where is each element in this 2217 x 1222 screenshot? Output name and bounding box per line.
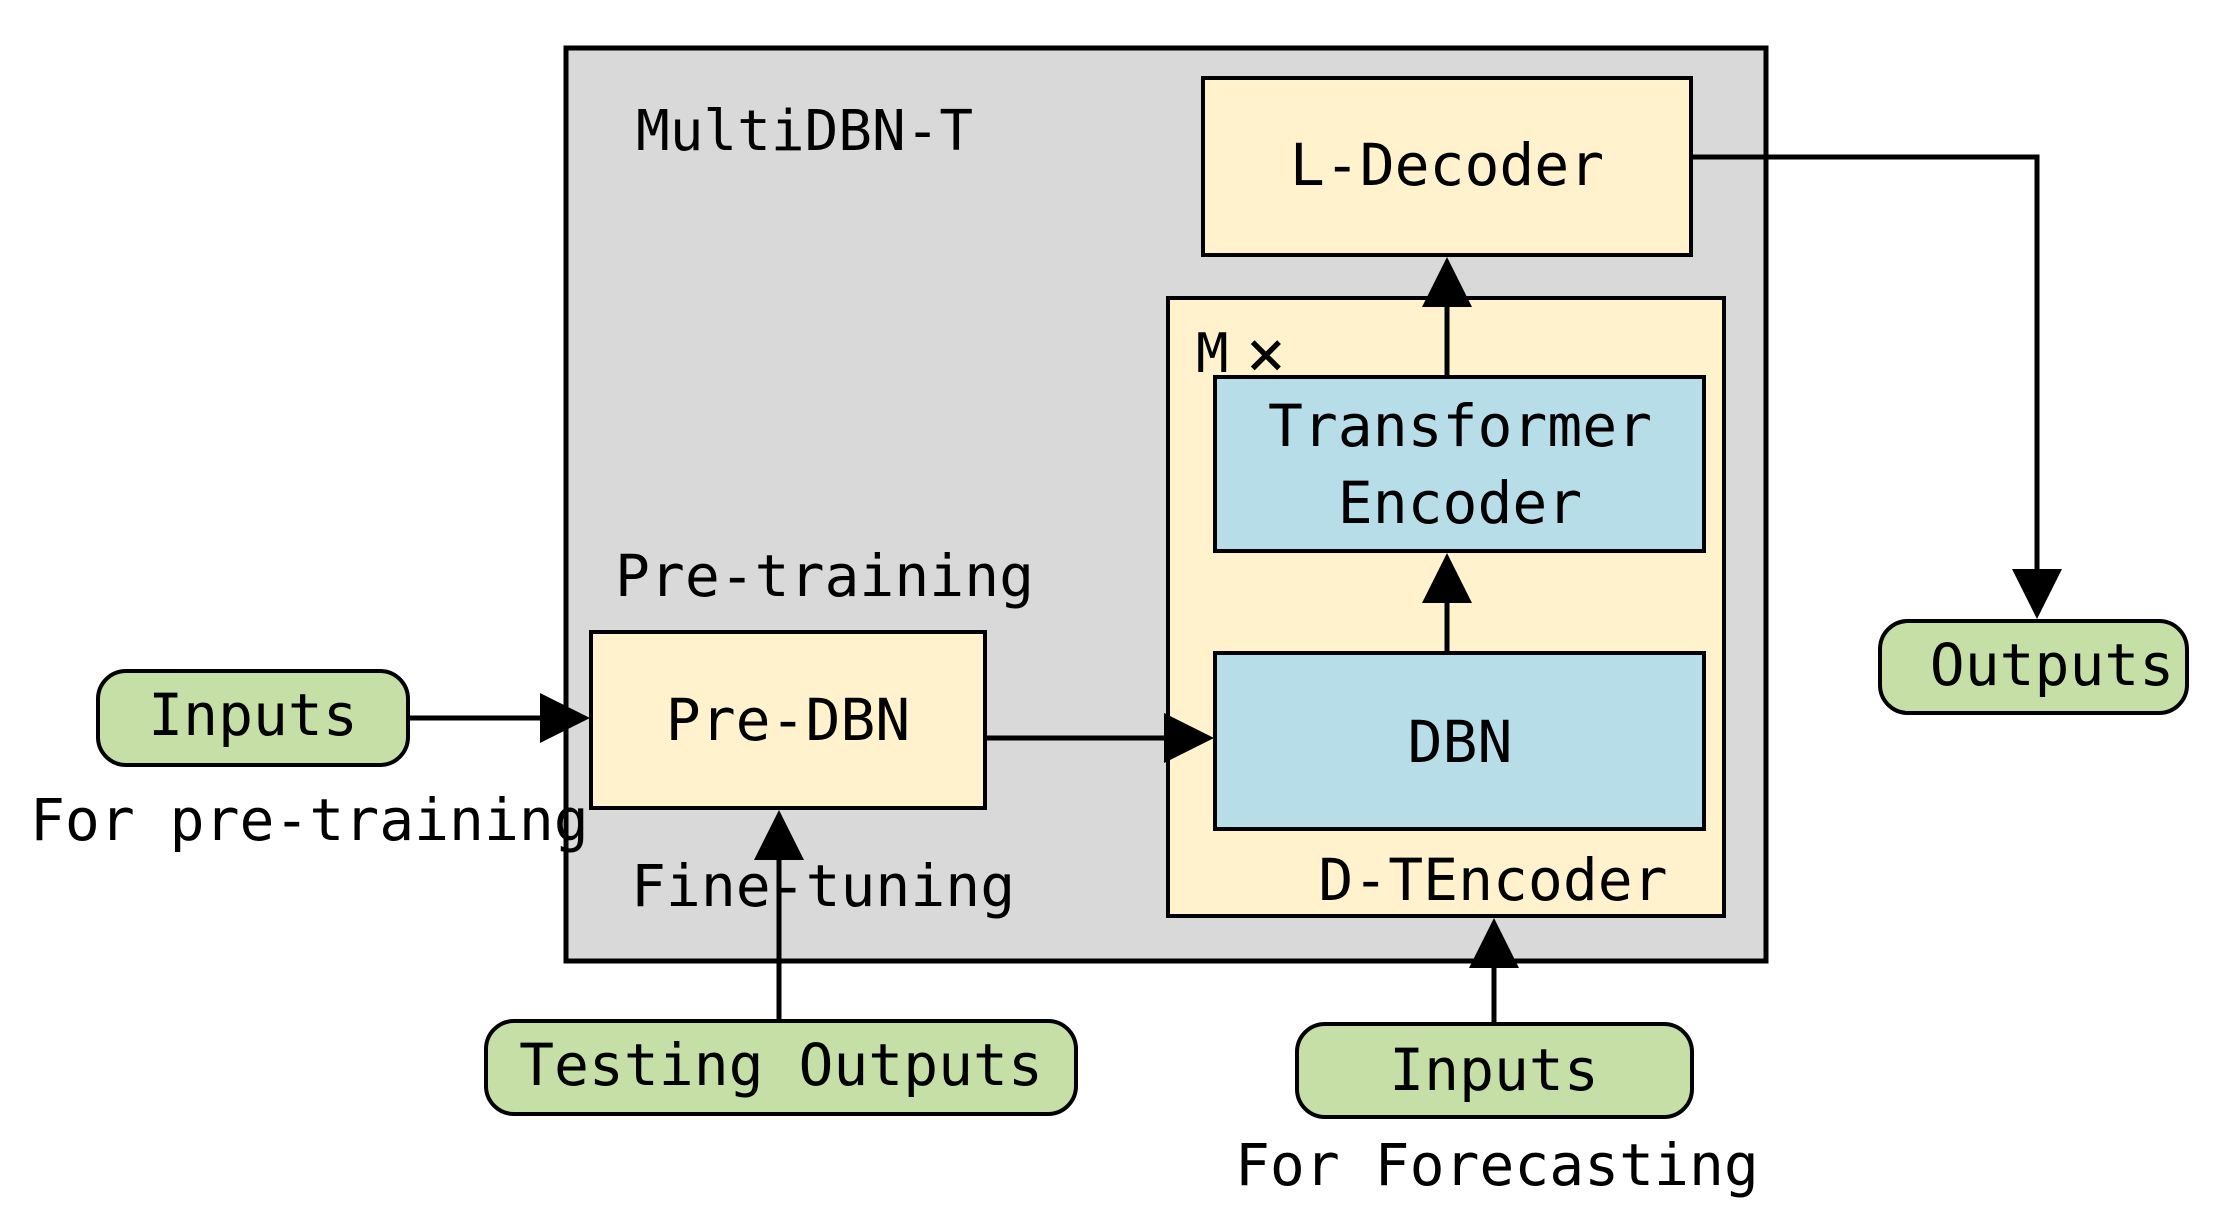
pre-training-label: Pre-training [615, 542, 1034, 610]
inputs-forecasting-caption: For Forecasting [1235, 1131, 1759, 1199]
outputs-label: Outputs [1930, 631, 2174, 699]
transformer-encoder-label-line2: Encoder [1338, 469, 1582, 537]
transformer-encoder-label-line1: Transformer [1268, 392, 1652, 460]
l-decoder-label: L-Decoder [1290, 131, 1604, 199]
repeat-m-label: M [1196, 322, 1229, 385]
d-tencoder-label: D-TEncoder [1318, 846, 1667, 914]
container-title: MultiDBN-T [636, 99, 973, 164]
l-decoder-block [1201, 76, 1693, 257]
arrow-l-decoder-to-outputs [1691, 154, 2062, 619]
fine-tuning-label: Fine-tuning [631, 852, 1015, 920]
inputs-forecasting-label: Inputs [1389, 1036, 1599, 1104]
inputs-pretraining-caption: For pre-training [30, 786, 589, 854]
inputs-pretraining-label: Inputs [148, 681, 358, 749]
transformer-encoder-block [1213, 375, 1706, 553]
pre-dbn-block [589, 630, 987, 810]
connectors [408, 154, 2062, 1024]
outputs-terminal [1878, 619, 2189, 715]
pre-dbn-label: Pre-DBN [666, 686, 910, 754]
dbn-block [1213, 651, 1706, 831]
dbn-label: DBN [1408, 708, 1513, 776]
testing-outputs-label: Testing Outputs [519, 1031, 1043, 1099]
